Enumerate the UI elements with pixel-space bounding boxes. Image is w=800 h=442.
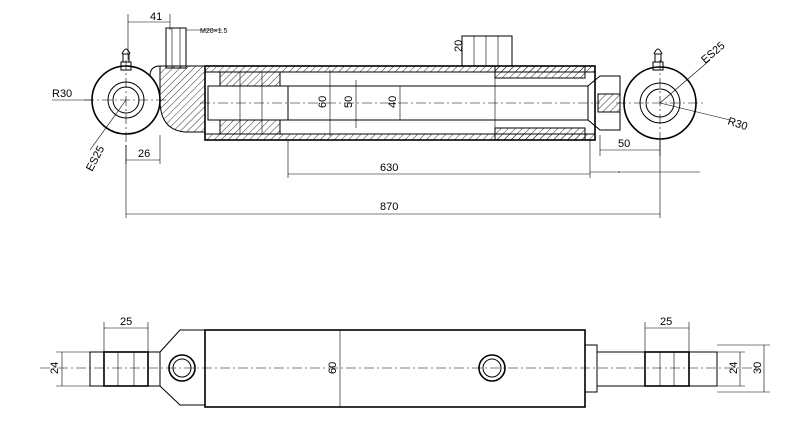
rod-50-label: 50 <box>343 96 355 108</box>
oil-port <box>461 35 513 67</box>
right-port-hole <box>478 354 506 382</box>
bottom-24-right-label: 24 <box>728 362 740 374</box>
top-section-view: 20 60 50 40 41 M20×1.5 R30 <box>52 11 749 218</box>
grease-nipple-left-icon <box>120 48 132 71</box>
piston-40-label: 40 <box>387 96 399 108</box>
dim-870-label: 870 <box>380 201 398 213</box>
radius-left-label: R30 <box>52 88 72 100</box>
dim-630-label: 630 <box>380 162 398 174</box>
dim-50-label: 50 <box>618 138 630 150</box>
bottom-25-right-label: 25 <box>660 316 672 328</box>
left-end-cap-section <box>159 65 206 133</box>
grease-nipple-right-icon <box>652 48 664 71</box>
dim-26-label: 26 <box>138 148 150 160</box>
bore-60-label: 60 <box>317 96 329 108</box>
bottom-25-left-label: 25 <box>120 316 132 328</box>
dim-41-label: 41 <box>150 11 162 23</box>
spherical-left-label: ES25 <box>84 144 107 173</box>
port-dimension: 20 <box>453 40 465 52</box>
cylinder-body-plan <box>204 329 586 408</box>
bottom-30-label: 30 <box>752 362 764 374</box>
piston-section <box>207 71 289 135</box>
port-thread-label: M20×1.5 <box>200 28 228 35</box>
body-60-label: 60 <box>327 362 339 374</box>
bottom-plan-view: 60 25 25 24 24 30 <box>40 316 770 408</box>
spherical-right-label: ES25 <box>699 40 727 66</box>
radius-right-label: R30 <box>726 115 749 133</box>
left-pin-hole <box>168 354 196 382</box>
small-tag: ▫ <box>618 170 620 176</box>
bottom-24-left-label: 24 <box>49 362 61 374</box>
